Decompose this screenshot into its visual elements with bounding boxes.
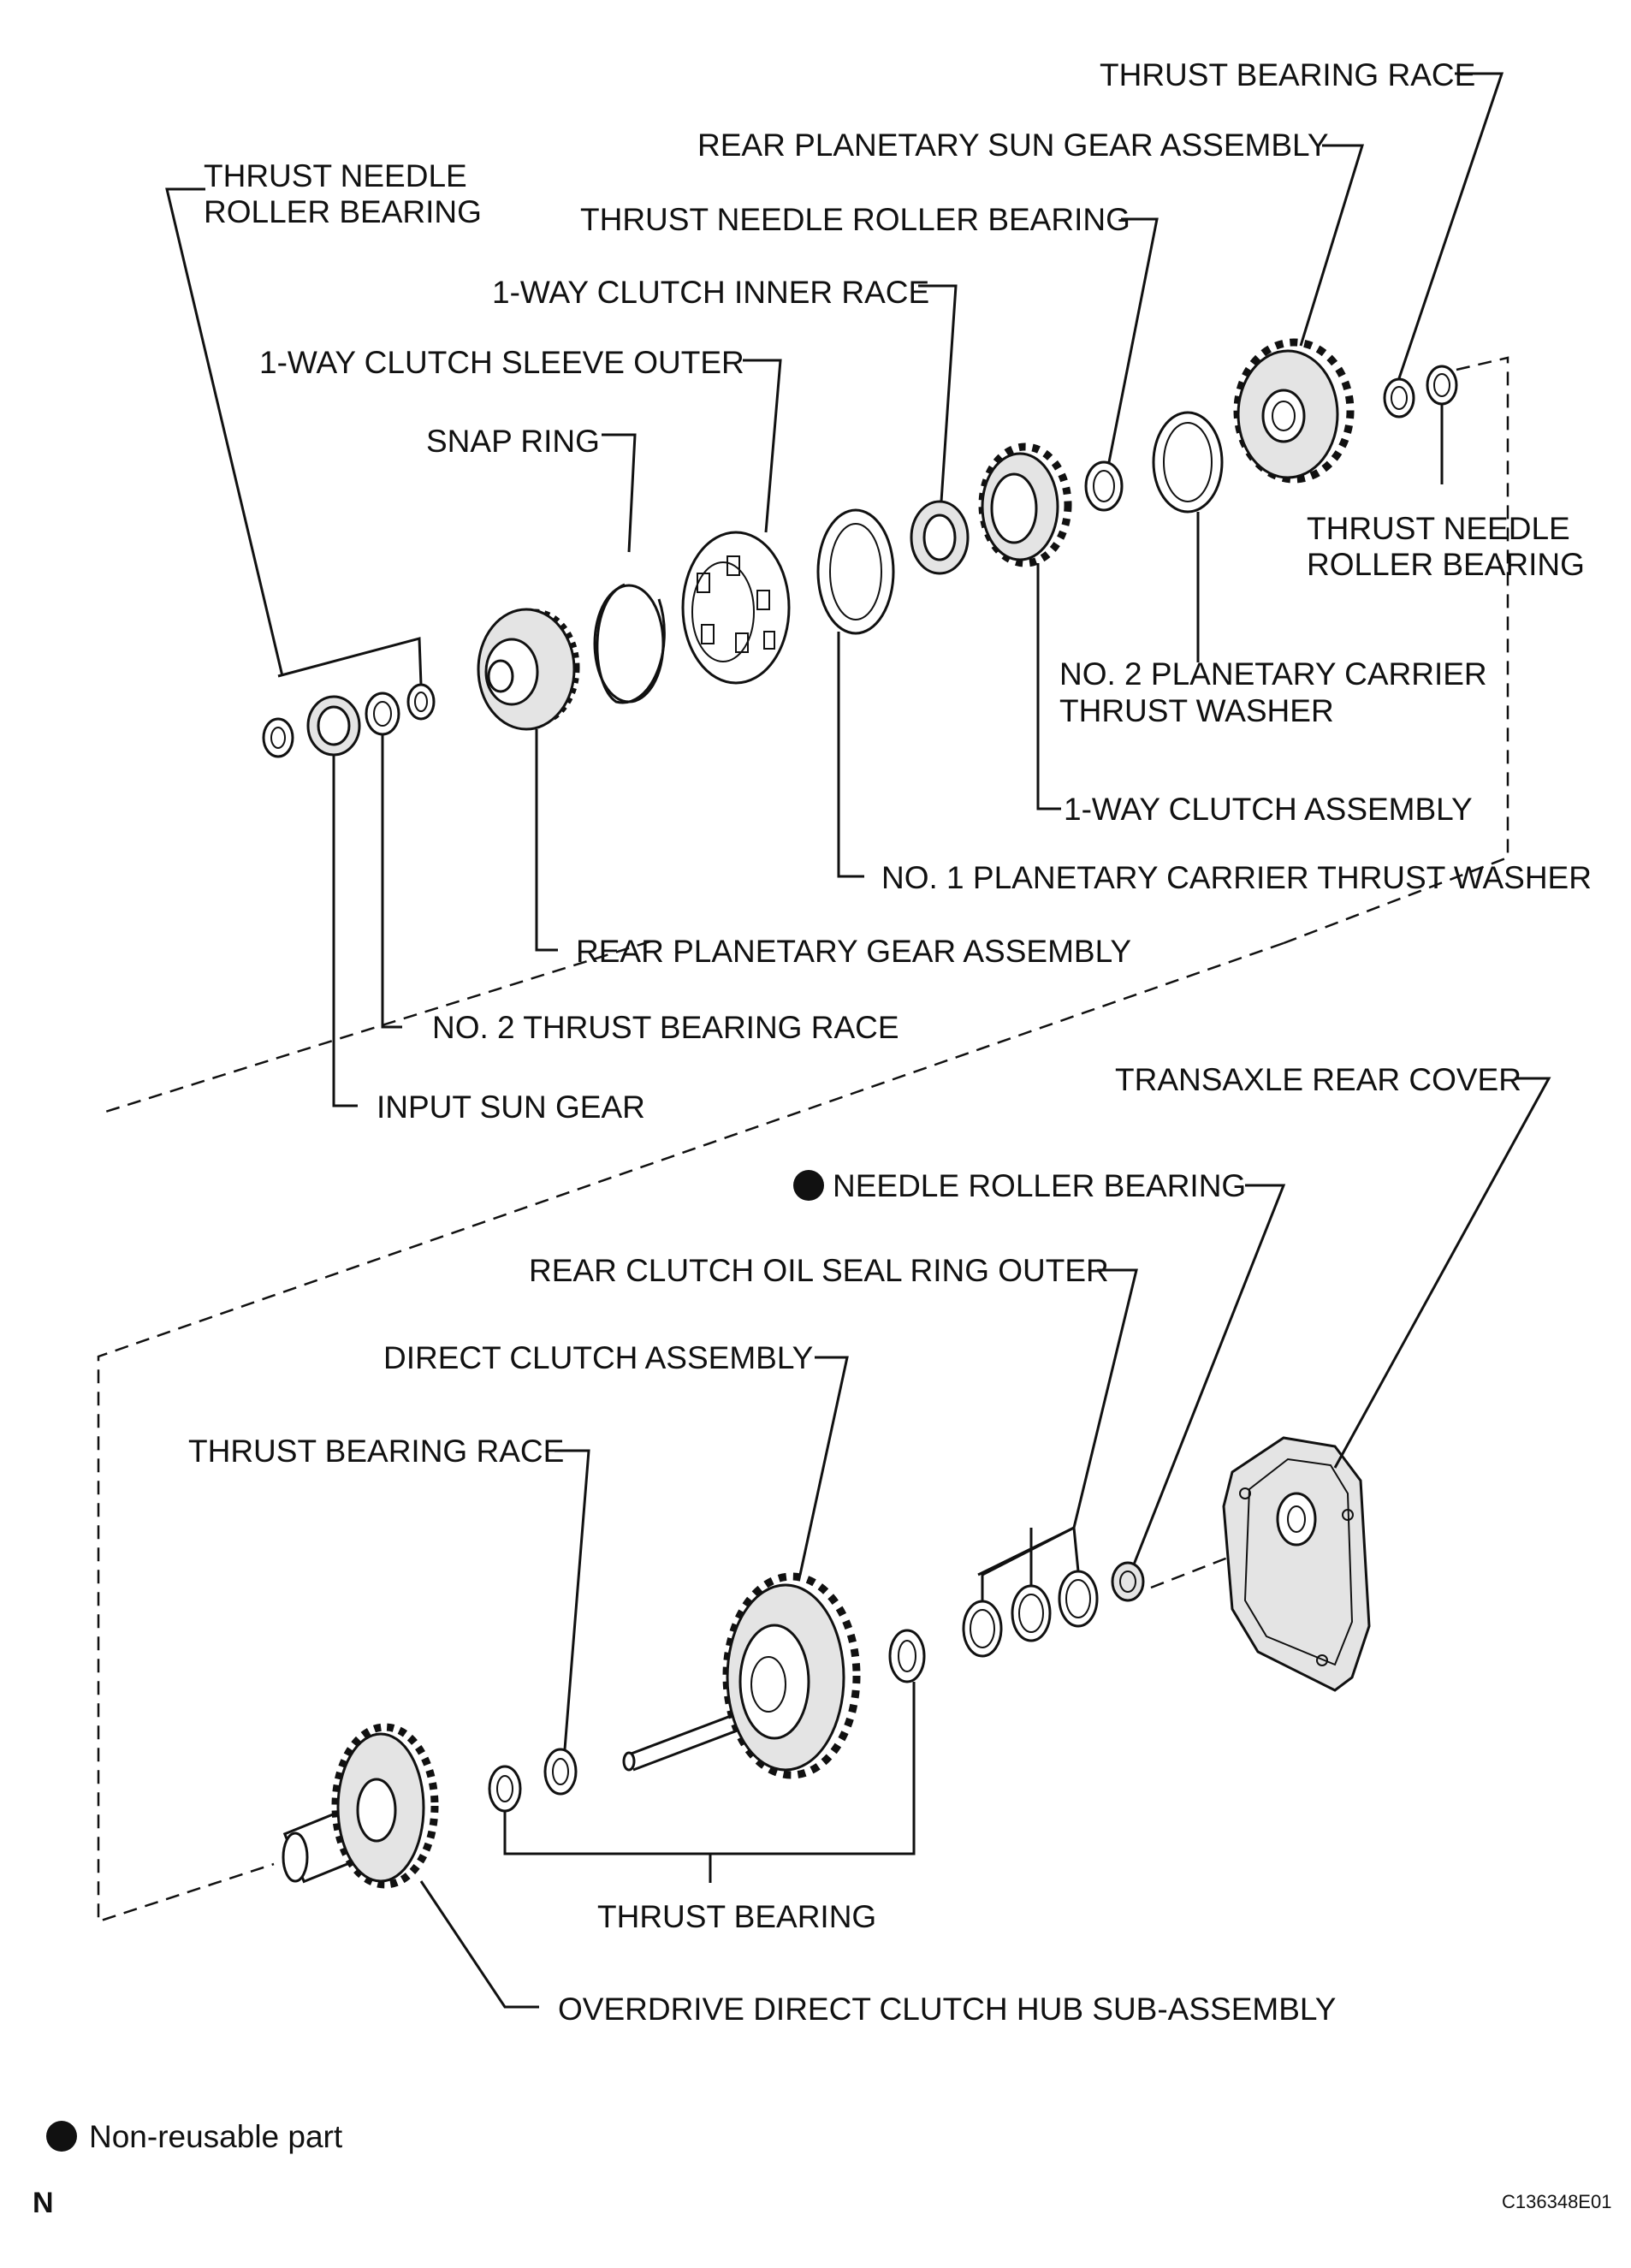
thrust-bearing-race-top-part — [1383, 377, 1415, 419]
thrust-needle-roller-bearing-left-part — [262, 717, 294, 758]
label-thrust-needle-roller-bearing-mid: THRUST NEEDLE ROLLER BEARING — [580, 202, 1130, 237]
label-thrust-needle-roller-bearing-left-line2: ROLLER BEARING — [204, 194, 482, 229]
one-way-clutch-inner-race-part — [910, 500, 970, 575]
label-thrust-bearing: THRUST BEARING — [597, 1899, 876, 1934]
label-one-way-clutch-inner-race: 1-WAY CLUTCH INNER RACE — [492, 275, 929, 310]
label-thrust-needle-roller-bearing-left-line1: THRUST NEEDLE — [204, 158, 467, 193]
no2-planetary-carrier-thrust-washer-part — [1152, 411, 1224, 514]
thrust-needle-roller-bearing-left-part-2 — [406, 683, 436, 721]
thrust-bearing-part-1 — [488, 1765, 522, 1813]
orientation-marker: N — [33, 2187, 54, 2219]
label-thrust-needle-roller-bearing-right-line2: ROLLER BEARING — [1307, 547, 1585, 582]
label-thrust-bearing-race-top: THRUST BEARING RACE — [1100, 57, 1475, 92]
thrust-bearing-part-2 — [888, 1629, 926, 1683]
label-no2-planetary-carrier-thrust-washer-line2: THRUST WASHER — [1059, 693, 1334, 728]
one-way-clutch-assembly-part — [978, 442, 1072, 567]
non-reusable-marker-icon — [793, 1170, 824, 1201]
dashed-connection-lines — [97, 356, 1509, 1923]
snap-ring-part — [593, 583, 666, 704]
label-thrust-needle-roller-bearing-right-line1: THRUST NEEDLE — [1307, 511, 1570, 546]
label-no2-planetary-carrier-thrust-washer-line1: NO. 2 PLANETARY CARRIER — [1059, 656, 1487, 692]
label-rear-planetary-gear-assembly: REAR PLANETARY GEAR ASSEMBLY — [576, 934, 1131, 969]
label-one-way-clutch-sleeve-outer: 1-WAY CLUTCH SLEEVE OUTER — [259, 345, 744, 380]
rear-clutch-oil-seal-rings-part — [962, 1570, 1099, 1658]
overdrive-direct-clutch-hub-part — [282, 1723, 439, 1889]
needle-roller-bearing-part — [1111, 1561, 1145, 1602]
label-thrust-bearing-race-bottom: THRUST BEARING RACE — [188, 1434, 564, 1469]
no2-thrust-bearing-race-part — [365, 692, 400, 736]
rear-planetary-sun-gear-part — [1233, 338, 1355, 484]
transaxle-rear-cover-part — [1222, 1436, 1371, 1692]
label-transaxle-rear-cover: TRANSAXLE REAR COVER — [1115, 1062, 1521, 1097]
non-reusable-legend-icon — [46, 2121, 77, 2152]
direct-clutch-assembly-part — [622, 1572, 861, 1779]
thrust-needle-roller-bearing-right-part — [1426, 365, 1458, 406]
label-rear-planetary-sun-gear-assembly: REAR PLANETARY SUN GEAR ASSEMBLY — [697, 128, 1329, 163]
one-way-clutch-sleeve-outer-part — [681, 531, 791, 685]
rear-planetary-gear-assembly-part — [477, 608, 580, 731]
label-input-sun-gear: INPUT SUN GEAR — [377, 1089, 645, 1125]
label-needle-roller-bearing: NEEDLE ROLLER BEARING — [833, 1168, 1246, 1203]
label-no1-planetary-carrier-thrust-washer: NO. 1 PLANETARY CARRIER THRUST WASHER — [881, 860, 1592, 895]
label-one-way-clutch-assembly: 1-WAY CLUTCH ASSEMBLY — [1064, 792, 1473, 827]
legend: Non-reusable part — [46, 2119, 343, 2154]
thrust-needle-roller-bearing-mid-part — [1084, 460, 1124, 512]
no1-planetary-carrier-thrust-washer-part — [816, 508, 895, 635]
figure-code: C136348E01 — [1502, 2191, 1611, 2212]
label-direct-clutch-assembly: DIRECT CLUTCH ASSEMBLY — [383, 1340, 813, 1375]
legend-non-reusable-text: Non-reusable part — [89, 2119, 343, 2154]
label-snap-ring: SNAP RING — [426, 424, 600, 459]
label-overdrive-direct-clutch-hub: OVERDRIVE DIRECT CLUTCH HUB SUB-ASSEMBLY — [558, 1992, 1336, 2027]
label-rear-clutch-oil-seal-ring-outer: REAR CLUTCH OIL SEAL RING OUTER — [529, 1253, 1109, 1288]
thrust-bearing-race-bottom-part — [543, 1748, 578, 1796]
label-no2-thrust-bearing-race: NO. 2 THRUST BEARING RACE — [432, 1010, 899, 1045]
leader-lines — [165, 72, 1551, 2009]
input-sun-gear-part — [306, 695, 361, 757]
